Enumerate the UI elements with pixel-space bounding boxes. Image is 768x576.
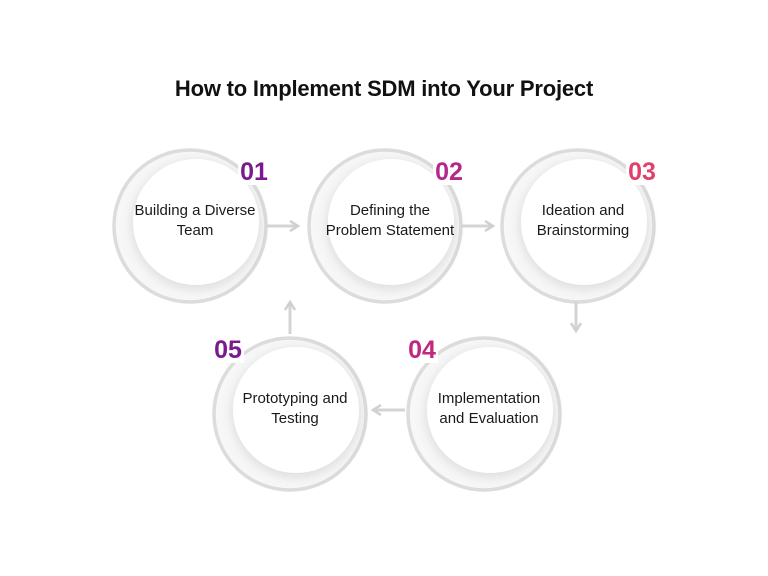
step-circle-2 bbox=[307, 148, 463, 304]
step-number: 01 bbox=[238, 158, 270, 186]
step-number: 04 bbox=[406, 336, 438, 364]
step-label: Defining the Problem Statement bbox=[325, 202, 455, 239]
connectors bbox=[266, 226, 576, 410]
inner-disc bbox=[521, 159, 647, 285]
step-label: Building a Diverse Team bbox=[134, 202, 256, 239]
step-circle-5 bbox=[212, 336, 368, 492]
inner-disc bbox=[133, 159, 259, 285]
step-label: Ideation and Brainstorming bbox=[536, 202, 630, 239]
step-circle-3 bbox=[500, 148, 656, 304]
diagram-title: How to Implement SDM into Your Project bbox=[174, 76, 594, 101]
inner-disc bbox=[328, 159, 454, 285]
step-number: 03 bbox=[626, 158, 658, 186]
step-label: Implementation and Evaluation bbox=[437, 390, 541, 427]
step-number: 02 bbox=[433, 158, 465, 186]
step-label: Prototyping and Testing bbox=[242, 390, 348, 427]
inner-disc bbox=[233, 347, 359, 473]
step-circle-4 bbox=[406, 336, 562, 492]
inner-disc bbox=[427, 347, 553, 473]
step-number: 05 bbox=[212, 336, 244, 364]
